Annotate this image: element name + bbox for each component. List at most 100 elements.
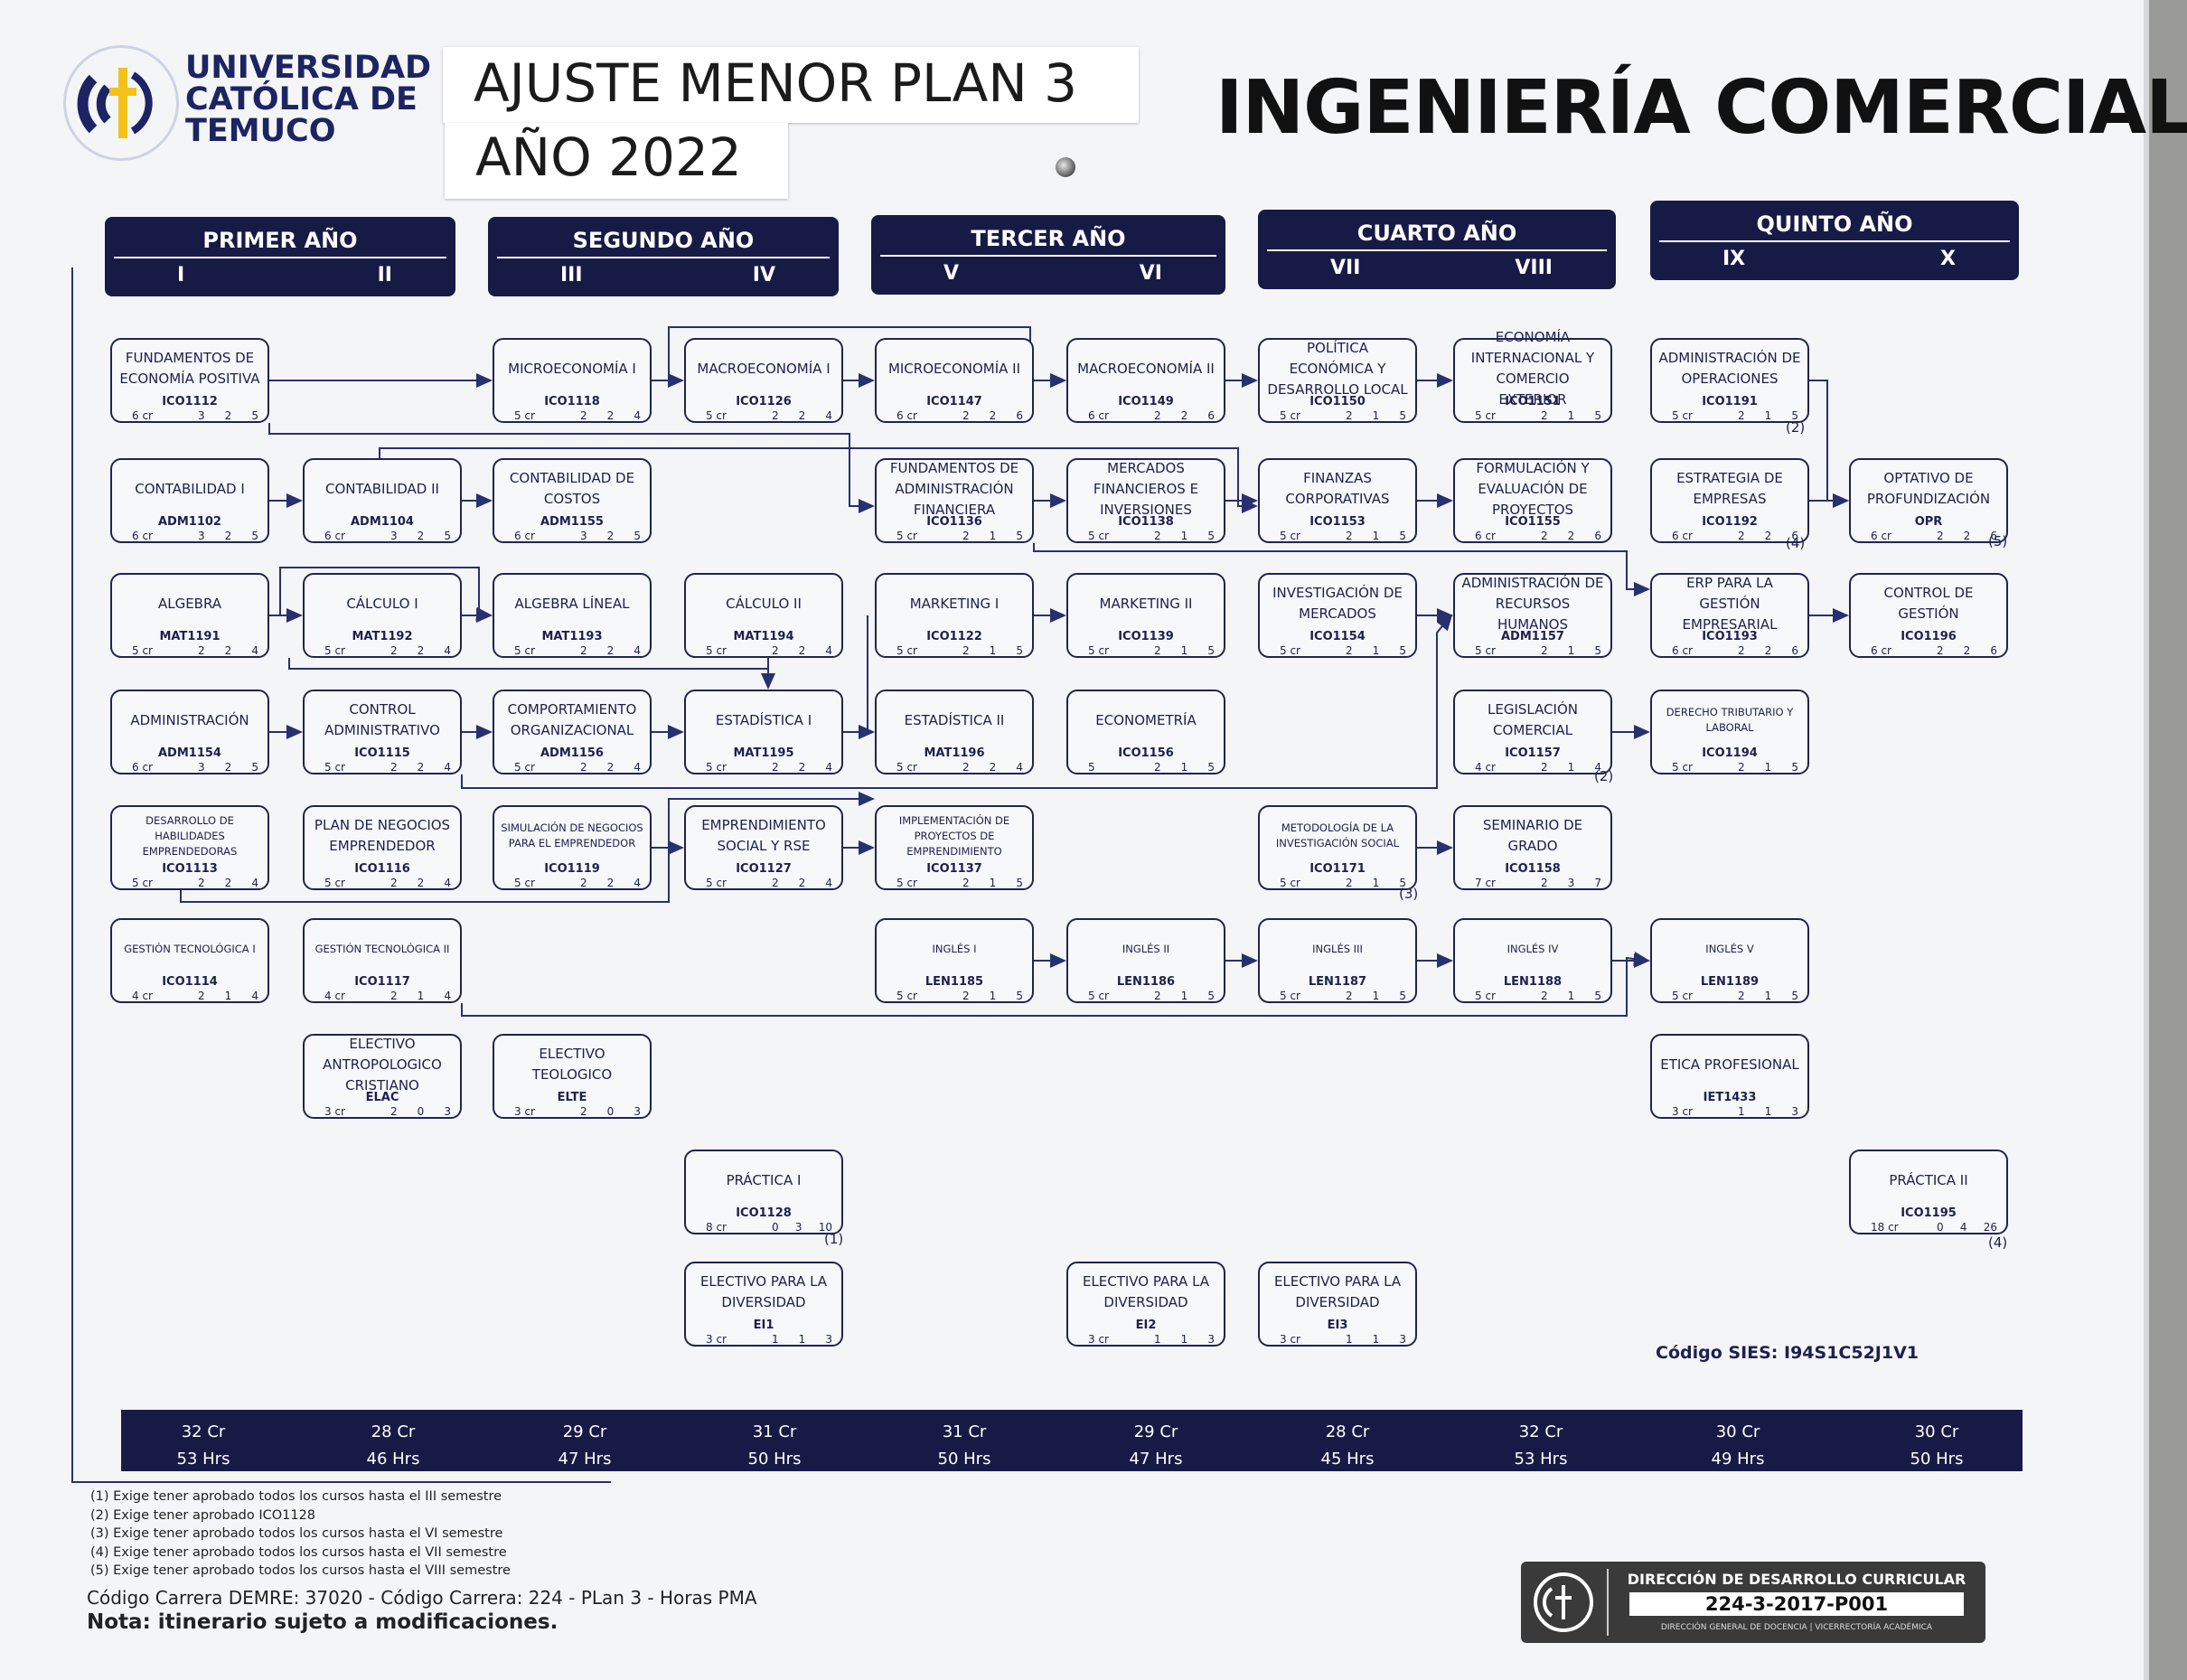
course-name: ECONOMÍA INTERNACIONAL Y COMERCIO EXTERI… — [1470, 329, 1595, 408]
hours-practice: 3 — [1567, 877, 1575, 889]
course-credits: 5 cr — [1475, 990, 1496, 1002]
course-credits: 3 cr — [1672, 1105, 1693, 1118]
total-credits: 28 Cr — [1325, 1422, 1370, 1441]
hours-total: 4 — [251, 877, 258, 889]
hours-total: 6 — [1791, 644, 1798, 657]
course-credits: 3 cr — [514, 1105, 535, 1118]
year-label: QUINTO AÑO — [1756, 211, 1913, 237]
course-hours: 1 1 3 — [1346, 1333, 1406, 1346]
course-name: GESTIÓN TECNOLÓGICA II — [314, 942, 450, 955]
course-code: ICO1137 — [926, 862, 982, 876]
hours-theory: 2 — [1346, 877, 1353, 889]
course-code: OPR — [1914, 515, 1943, 529]
hours-total: 4 — [444, 761, 451, 774]
hours-practice: 1 — [1567, 990, 1575, 1002]
course-hours: 2 1 5 — [1541, 644, 1601, 657]
hours-total: 5 — [1016, 530, 1023, 542]
hours-theory: 2 — [962, 530, 970, 542]
course-name: ELECTIVO PARA LA DIVERSIDAD — [699, 1273, 828, 1310]
total-hours: 53 Hrs — [176, 1450, 230, 1469]
hours-total: 4 — [634, 409, 641, 422]
semester-total: 30 Cr 50 Hrs — [1869, 1419, 2004, 1473]
course-hours: 2 1 4 — [198, 990, 258, 1002]
hours-theory: 2 — [962, 761, 970, 774]
semester-label: V — [943, 262, 960, 285]
hours-theory: 2 — [1154, 530, 1161, 542]
course-credits: 5 cr — [514, 409, 535, 422]
hours-total: 4 — [825, 761, 832, 774]
course-box: ELECTIVO ANTROPOLOGICO CRISTIANO ELAC 3 … — [303, 1034, 462, 1119]
hours-theory: 2 — [1541, 530, 1548, 542]
course-credits: 4 cr — [324, 990, 345, 1002]
course-name: CONTROL ADMINISTRATIVO — [324, 701, 440, 738]
semester-total: 32 Cr 53 Hrs — [136, 1419, 271, 1473]
course-credits: 5 cr — [1672, 990, 1693, 1002]
hours-practice: 1 — [417, 990, 425, 1002]
total-credits: 30 Cr — [1914, 1422, 1959, 1441]
hours-practice: 1 — [989, 530, 997, 542]
course-box: EMPRENDIMIENTO SOCIAL Y RSE ICO1127 5 cr… — [684, 805, 843, 890]
course-box: GESTIÓN TECNOLÓGICA I ICO1114 4 cr 2 1 4 — [110, 918, 269, 1003]
course-hours: 2 1 5 — [1154, 530, 1215, 542]
office-seal-icon — [1534, 1572, 1593, 1632]
course-code: ADM1154 — [158, 746, 221, 760]
total-credits: 31 Cr — [752, 1422, 797, 1441]
course-name: ALGEBRA LÍNEAL — [514, 595, 630, 612]
curriculum-office-badge: DIRECCIÓN DE DESARROLLO CURRICULAR 224-3… — [1521, 1562, 1985, 1643]
course-name: FORMULACIÓN Y EVALUACIÓN DE PROYECTOS — [1476, 459, 1590, 518]
course-code: ICO1136 — [926, 515, 982, 529]
course-name: SIMULACIÓN DE NEGOCIOS PARA EL EMPRENDED… — [501, 821, 643, 849]
hours-theory: 2 — [198, 644, 205, 657]
total-hours: 49 Hrs — [1711, 1450, 1765, 1469]
course-code: ICO1150 — [1309, 395, 1366, 408]
hours-theory: 2 — [1154, 761, 1161, 774]
hours-total: 5 — [444, 530, 451, 542]
course-credits: 6 cr — [1475, 530, 1496, 542]
course-credits: 5 cr — [706, 877, 727, 889]
course-name: MARKETING I — [909, 595, 1000, 612]
hours-practice: 2 — [224, 761, 232, 774]
course-hours: 3 2 5 — [580, 530, 641, 542]
semester-label: IX — [1722, 248, 1746, 270]
course-code: ICO1149 — [1118, 395, 1174, 408]
hours-total: 6 — [1791, 530, 1798, 542]
course-box: FINANZAS CORPORATIVAS ICO1153 5 cr 2 1 5 — [1258, 458, 1417, 543]
hours-total: 5 — [1791, 761, 1798, 774]
hours-total: 4 — [634, 761, 641, 774]
hours-total: 3 — [1791, 1105, 1798, 1118]
course-name: ADMINISTRACIÓN — [130, 711, 249, 728]
course-hours: 2 1 5 — [1738, 990, 1798, 1002]
course-code: ADM1155 — [540, 515, 604, 529]
year-label: CUARTO AÑO — [1356, 221, 1517, 246]
course-box: PLAN DE NEGOCIOS EMPRENDEDOR ICO1116 5 c… — [303, 805, 462, 890]
course-credits: 5 cr — [896, 877, 917, 889]
course-box: IMPLEMENTACIÓN DE PROYECTOS DE EMPRENDIM… — [875, 805, 1034, 890]
hours-theory: 2 — [580, 877, 587, 889]
hours-theory: 2 — [390, 1105, 398, 1118]
hours-theory: 2 — [772, 409, 779, 422]
course-box: DERECHO TRIBUTARIO Y LABORAL ICO1194 5 c… — [1650, 690, 1809, 774]
hours-total: 5 — [1207, 644, 1215, 657]
course-code: ADM1102 — [158, 515, 221, 529]
hours-practice: 2 — [1180, 409, 1188, 422]
course-credits: 5 cr — [324, 761, 345, 774]
hours-total: 5 — [1016, 990, 1023, 1002]
hours-total: 3 — [1207, 1333, 1215, 1346]
course-name: PRÁCTICA II — [1889, 1171, 1968, 1188]
total-hours: 46 Hrs — [366, 1450, 420, 1469]
course-box: SIMULACIÓN DE NEGOCIOS PARA EL EMPRENDED… — [493, 805, 652, 890]
course-code: MAT1191 — [159, 630, 221, 643]
course-name: ESTRATEGIA DE EMPRESAS — [1676, 470, 1783, 507]
hours-practice: 2 — [224, 530, 232, 542]
hours-practice: 2 — [224, 877, 232, 889]
course-hours: 2 2 4 — [962, 761, 1023, 774]
course-credits: 8 cr — [706, 1221, 727, 1234]
course-credits: 5 cr — [1088, 530, 1109, 542]
course-code: LEN1188 — [1503, 975, 1563, 989]
hours-practice: 1 — [798, 1333, 806, 1346]
hours-theory: 2 — [772, 761, 779, 774]
course-credits: 6 cr — [1088, 409, 1109, 422]
hours-practice: 1 — [989, 990, 997, 1002]
course-hours: 2 1 4 — [1541, 761, 1601, 774]
